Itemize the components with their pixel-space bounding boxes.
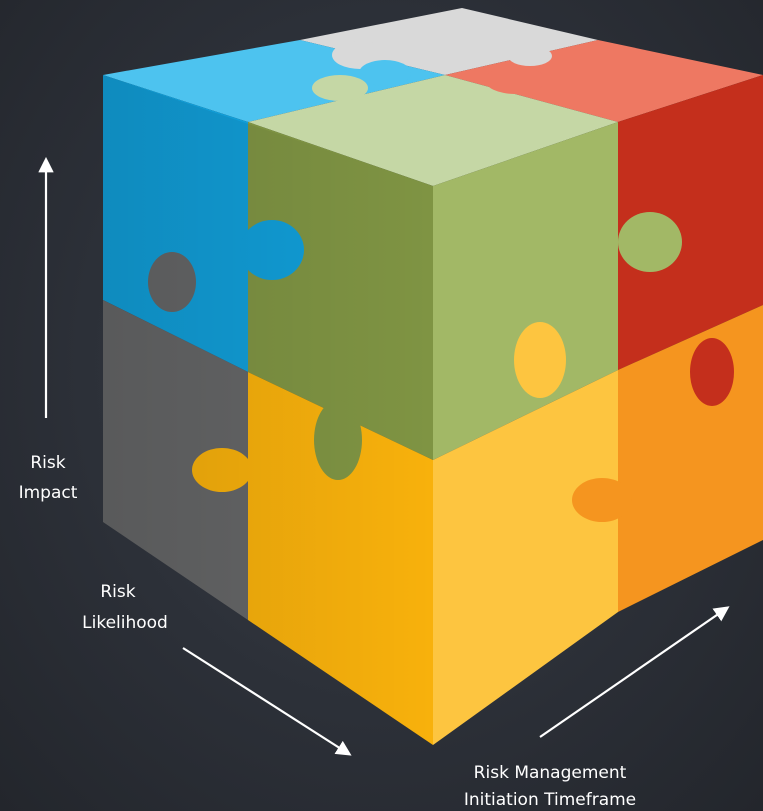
top-knob-gray2: [508, 46, 552, 66]
timeframe-label-line1: Risk Management: [474, 763, 627, 783]
right-knob-red: [690, 338, 734, 406]
top-piece-front: [248, 75, 618, 186]
likelihood-arrow: [182, 647, 352, 756]
right-piece-yellow: [433, 370, 618, 745]
top-knob-sage: [312, 75, 368, 101]
cube-top-face: [103, 8, 763, 186]
right-knob-yellow: [514, 322, 566, 398]
impact-label-line2: Impact: [19, 483, 78, 503]
timeframe-label-line2: Initiation Timeframe: [464, 790, 636, 810]
impact-label-line1: Risk: [30, 453, 65, 473]
top-knob-salmon: [485, 66, 545, 94]
top-knob-blue: [359, 60, 411, 86]
timeframe-arrow: [539, 606, 730, 738]
right-piece-red: [618, 75, 763, 370]
likelihood-label-line2: Likelihood: [82, 613, 168, 633]
cube-right-face: [433, 75, 763, 745]
top-piece-back: [300, 8, 598, 75]
right-knob-sage: [618, 212, 682, 272]
right-piece-sage: [433, 122, 618, 460]
right-knob-orange: [572, 478, 632, 522]
cube-left-face: [103, 75, 433, 745]
likelihood-label-line1: Risk: [100, 582, 135, 602]
